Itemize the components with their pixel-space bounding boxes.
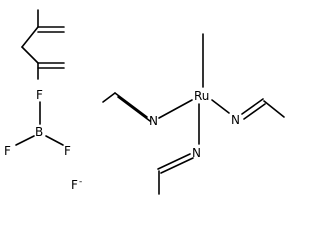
diene-upper-to-ch2-bond <box>21 26 39 48</box>
diene-lower-double-bond <box>37 62 65 69</box>
nitrogen-left-label: N <box>149 114 158 128</box>
bottom-imine-double-bond <box>157 153 194 174</box>
b-to-left-f-bond <box>15 135 35 146</box>
fluoride-charge: - <box>79 177 82 187</box>
nitrogen-right-label: N <box>231 113 240 127</box>
ru-to-left-n-bond <box>158 99 193 119</box>
fluorine-left-label: F <box>4 144 11 158</box>
right-imine-methyl-bond <box>263 100 285 118</box>
fluorine-top-label: F <box>36 88 43 102</box>
boron-label: B <box>35 125 43 139</box>
boron-trifluoride: F B F F <box>4 88 71 158</box>
fluorine-right-label: F <box>64 144 71 158</box>
right-imine-double-bond <box>241 98 266 120</box>
diene-upper-double-bond <box>37 26 65 33</box>
ruthenium-label: Ru <box>194 89 209 103</box>
ru-to-right-n-bond <box>211 99 230 114</box>
diene-ch2-to-lower-bond <box>21 46 39 64</box>
left-imine-double-bond <box>114 92 151 122</box>
nitrogen-bottom-label: N <box>192 146 201 160</box>
fluoride-ion: F - <box>71 177 82 192</box>
ruthenium-complex: Ru N N N <box>102 33 285 195</box>
b-to-right-f-bond <box>45 135 64 146</box>
fluoride-label: F <box>71 178 78 192</box>
diene-fragment <box>21 9 65 80</box>
left-imine-methyl-bond <box>102 92 116 103</box>
structure-diagram: Ru N N N F B F F F - <box>4 9 285 195</box>
